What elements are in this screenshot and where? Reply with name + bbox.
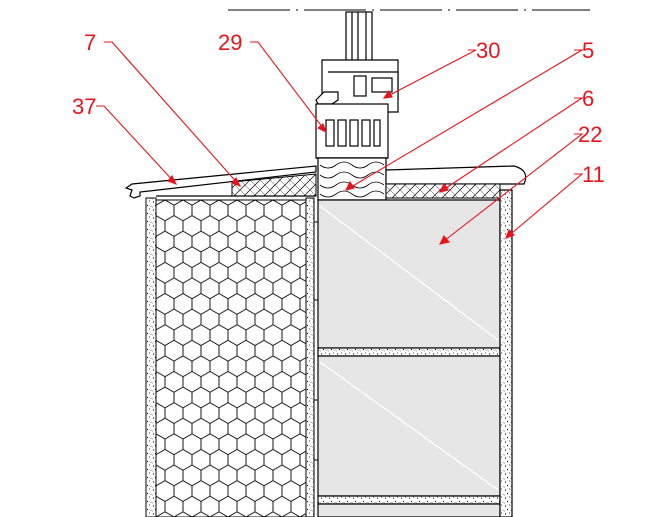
leader-lines: [96, 41, 585, 245]
callout-11: 11: [582, 162, 605, 187]
frame-insulation: [317, 157, 387, 201]
callout-37: 37: [72, 94, 96, 119]
callout-5: 5: [582, 38, 594, 63]
exterior-insulation: [145, 195, 319, 517]
exterior-sill: [124, 165, 317, 199]
callout-29: 29: [218, 30, 242, 55]
window-frame: [315, 11, 399, 159]
callout-7: 7: [84, 30, 96, 55]
callout-30: 30: [476, 38, 500, 63]
callout-22: 22: [578, 122, 602, 147]
masonry-wall: [317, 189, 513, 517]
callout-6: 6: [582, 86, 594, 111]
callout-labels: 7 29 30 5 37 6 22 11: [72, 30, 605, 187]
